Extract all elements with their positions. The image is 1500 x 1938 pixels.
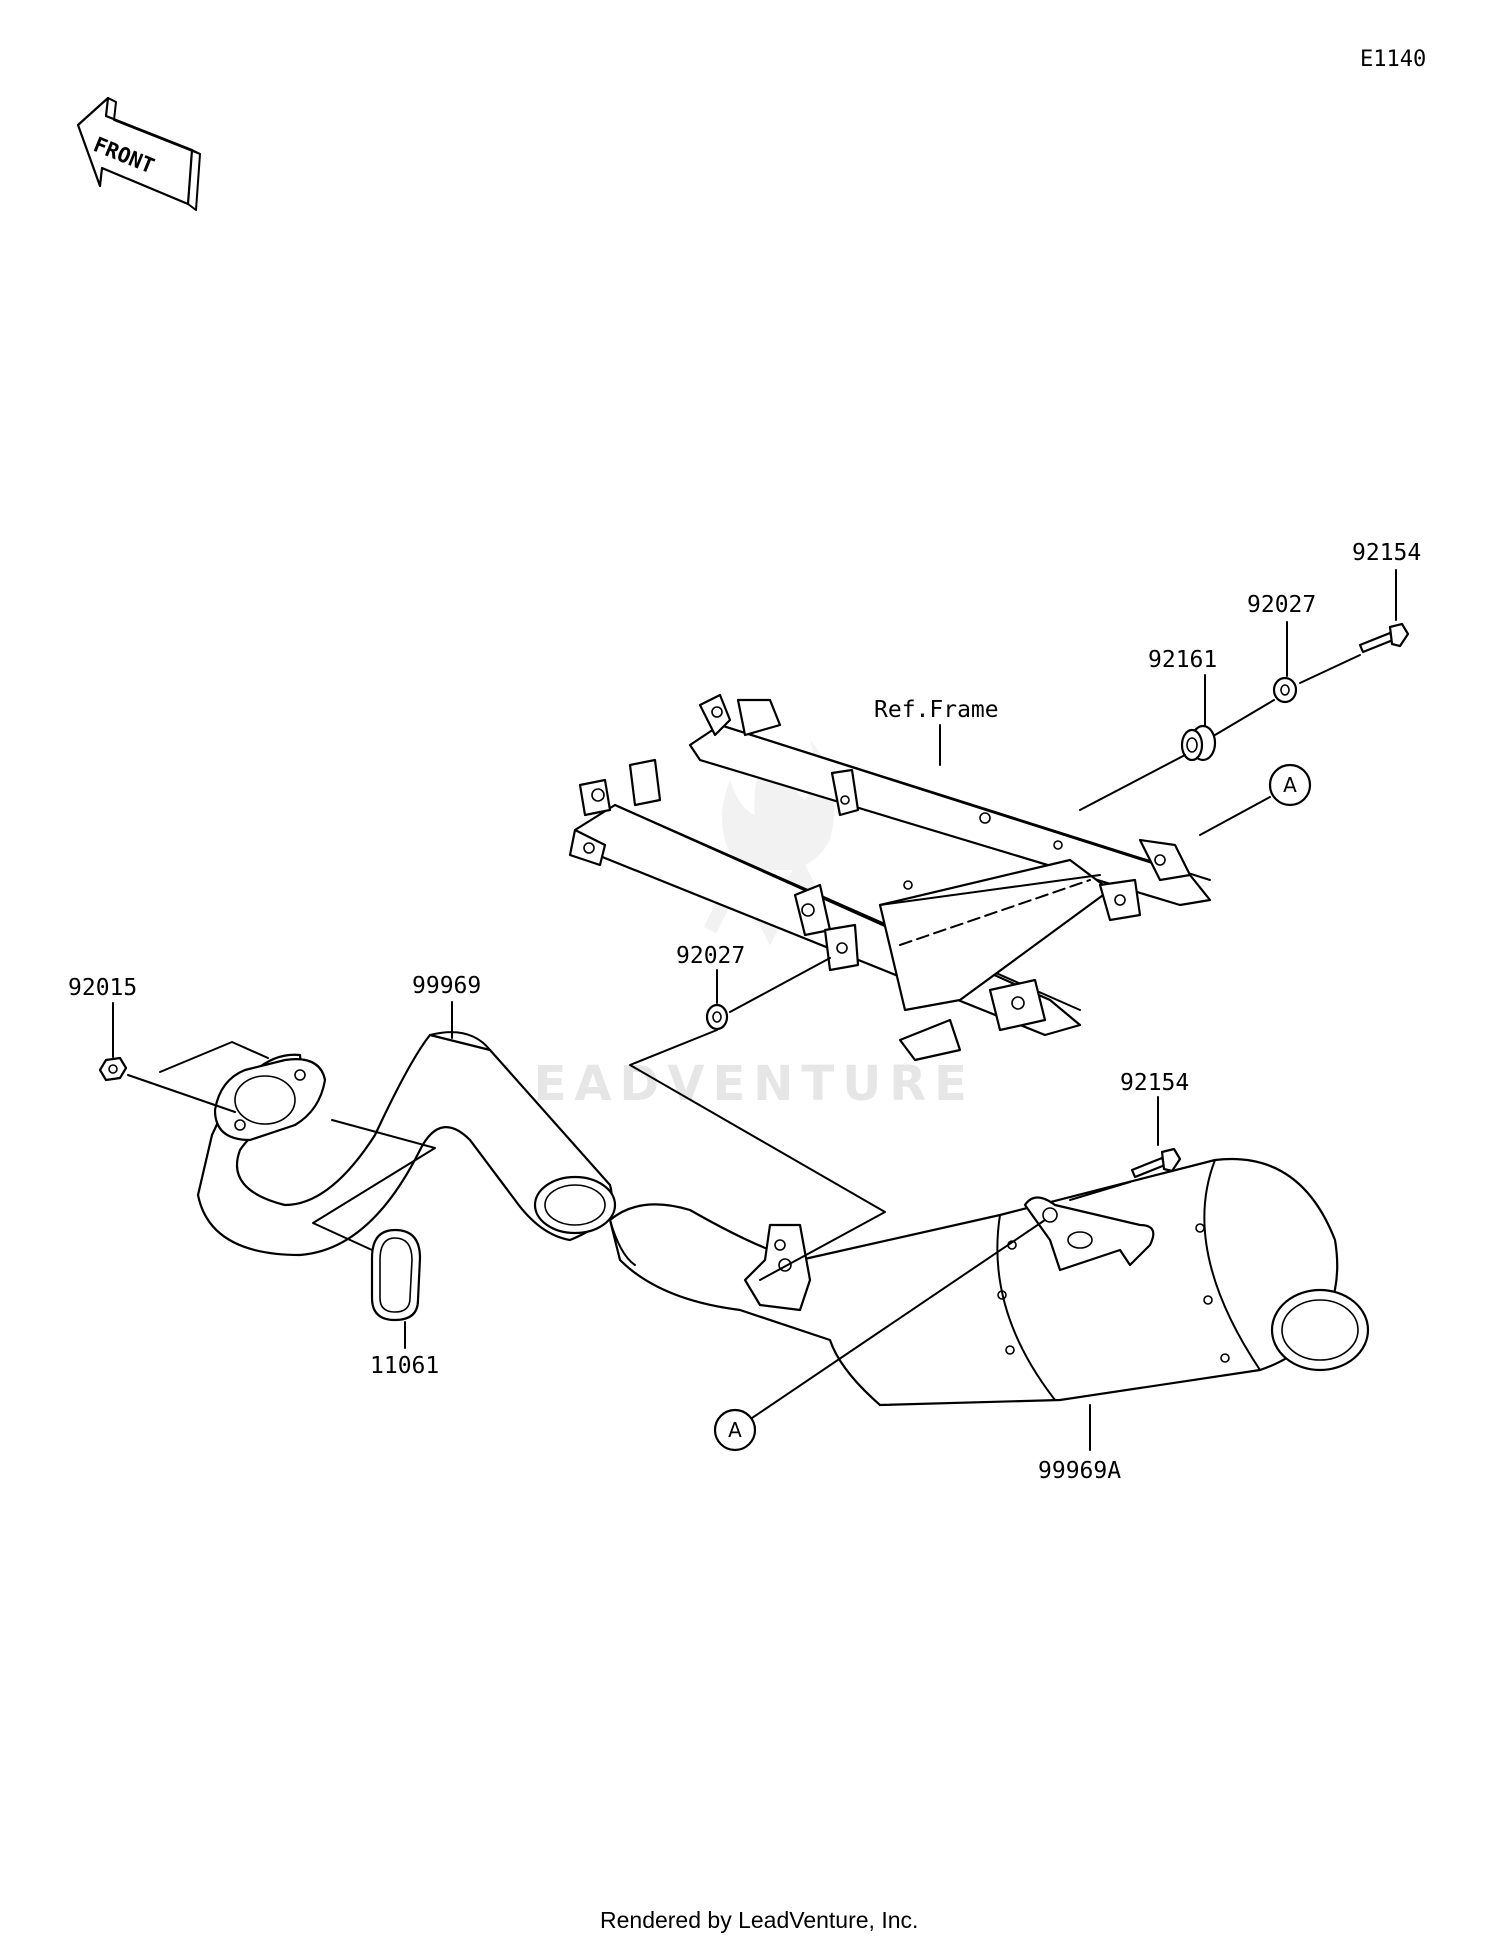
grommet-92161 xyxy=(1180,724,1217,762)
part-label-92027-top: 92027 xyxy=(1247,592,1316,618)
part-label-11061: 11061 xyxy=(370,1353,439,1379)
muffler-99969a xyxy=(608,1157,1370,1407)
washer-92027-mid xyxy=(705,1003,729,1031)
reference-frame xyxy=(568,693,1212,1062)
callout-a-bottom: A xyxy=(713,1408,757,1452)
svg-text:A: A xyxy=(1283,773,1297,797)
part-label-99969: 99969 xyxy=(412,973,481,999)
part-label-92027-mid: 92027 xyxy=(676,943,745,969)
bolt-92154-top xyxy=(1358,622,1410,654)
part-label-99969a: 99969A xyxy=(1038,1458,1121,1484)
washer-92027-top xyxy=(1272,676,1298,704)
header-pipe-99969 xyxy=(196,1031,617,1257)
nut-92015 xyxy=(98,1056,128,1082)
front-arrow-icon: FRONT xyxy=(76,96,201,211)
bolt-92154-bottom xyxy=(1130,1147,1182,1179)
footer-credit: Rendered by LeadVenture, Inc. xyxy=(600,1907,918,1933)
ref-frame-label: Ref.Frame xyxy=(874,697,999,723)
part-label-92154-bottom: 92154 xyxy=(1120,1070,1189,1096)
watermark-text: LEADVENTURE xyxy=(495,1056,975,1112)
gasket-11061 xyxy=(370,1228,422,1322)
leader-lines xyxy=(112,569,1397,1451)
diagram-code: E1140 xyxy=(1360,47,1426,72)
callout-a-top: A xyxy=(1268,763,1312,807)
part-label-92154-top: 92154 xyxy=(1352,540,1421,566)
part-label-92161: 92161 xyxy=(1148,647,1217,673)
part-label-92015: 92015 xyxy=(68,975,137,1001)
svg-text:A: A xyxy=(728,1418,742,1442)
